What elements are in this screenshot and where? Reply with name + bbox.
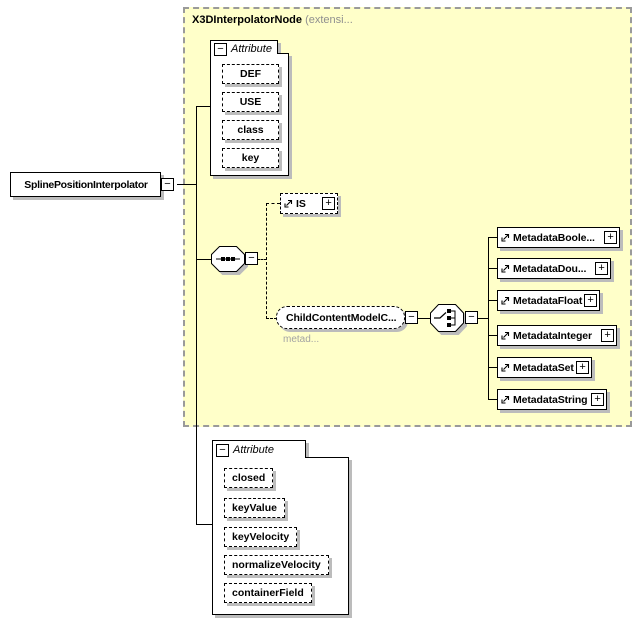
attribute-class[interactable]: class [222, 120, 279, 140]
expand-icon[interactable] [604, 231, 617, 244]
sequence-compositor-icon[interactable] [211, 246, 245, 272]
connector [196, 106, 197, 525]
attribute-key[interactable]: key [222, 148, 279, 168]
connector [488, 300, 497, 301]
collapse-icon[interactable] [405, 311, 418, 324]
region-title-text: X3DInterpolatorNode [192, 14, 303, 26]
reference-arrow-icon [501, 395, 510, 404]
element-is[interactable]: IS [280, 193, 338, 214]
element-label: IS [296, 197, 306, 210]
element-label: MetadataDou... [513, 262, 587, 275]
reference-arrow-icon [501, 296, 510, 305]
expand-icon[interactable] [595, 262, 608, 275]
connector-dashed [266, 203, 280, 204]
connector-dashed [266, 203, 267, 319]
attribute-def[interactable]: DEF [222, 64, 279, 84]
expand-icon[interactable] [601, 329, 614, 342]
choice-compositor-icon[interactable] [430, 304, 464, 332]
connector [488, 335, 497, 336]
element-spline-position-interpolator[interactable]: SplinePositionInterpolator [10, 172, 161, 197]
collapse-icon[interactable] [245, 252, 258, 265]
connector-dashed [266, 318, 277, 319]
region-title-annotation: (extensi... [305, 14, 353, 26]
connector [488, 237, 497, 238]
attribute-key-value[interactable]: keyValue [224, 498, 285, 518]
element-label: MetadataSet [513, 361, 574, 374]
attribute-use[interactable]: USE [222, 92, 279, 112]
attribute-container-field[interactable]: containerField [224, 583, 312, 603]
attribute-group-title: Attribute [233, 444, 274, 456]
connector-dashed [257, 259, 267, 260]
connector [488, 399, 497, 400]
group-label: ChildContentModelC... [286, 311, 397, 324]
group-child-content-model[interactable]: ChildContentModelC... [276, 306, 405, 329]
element-metadata-integer[interactable]: MetadataInteger [497, 325, 617, 346]
collapse-icon[interactable] [465, 311, 478, 324]
expand-icon[interactable] [584, 294, 597, 307]
reference-arrow-icon [284, 199, 293, 208]
collapse-icon[interactable] [161, 178, 174, 191]
element-label: MetadataInteger [513, 329, 593, 342]
attribute-normalize-velocity[interactable]: normalizeVelocity [224, 555, 329, 575]
reference-arrow-icon [501, 363, 510, 372]
attribute-group-title: Attribute [231, 43, 272, 55]
collapse-icon[interactable] [216, 444, 229, 457]
connector [418, 318, 430, 319]
element-label: MetadataFloat [513, 294, 583, 307]
region-title: X3DInterpolatorNode (extensi... [192, 14, 353, 26]
connector [488, 237, 489, 400]
reference-arrow-icon [501, 233, 510, 242]
element-metadata-boolean[interactable]: MetadataBoole... [497, 227, 620, 248]
group-annotation: metad... [283, 334, 320, 345]
attribute-key-velocity[interactable]: keyVelocity [224, 527, 298, 547]
expand-icon[interactable] [576, 361, 589, 374]
element-label: MetadataBoole... [513, 231, 595, 244]
connector [478, 318, 488, 319]
expand-icon[interactable] [591, 393, 604, 406]
collapse-icon[interactable] [214, 43, 227, 56]
connector [488, 268, 497, 269]
connector [196, 524, 213, 525]
connector [488, 367, 497, 368]
element-metadata-double[interactable]: MetadataDou... [497, 258, 611, 279]
element-label: MetadataString [513, 393, 588, 406]
connector [196, 259, 212, 260]
element-metadata-set[interactable]: MetadataSet [497, 357, 592, 378]
element-metadata-string[interactable]: MetadataString [497, 389, 607, 410]
connector [177, 184, 196, 185]
reference-arrow-icon [501, 331, 510, 340]
connector [196, 106, 211, 107]
reference-arrow-icon [501, 264, 510, 273]
attribute-closed[interactable]: closed [224, 468, 274, 488]
element-metadata-float[interactable]: MetadataFloat [497, 290, 600, 311]
expand-icon[interactable] [322, 197, 335, 210]
element-label: SplinePositionInterpolator [24, 178, 148, 191]
